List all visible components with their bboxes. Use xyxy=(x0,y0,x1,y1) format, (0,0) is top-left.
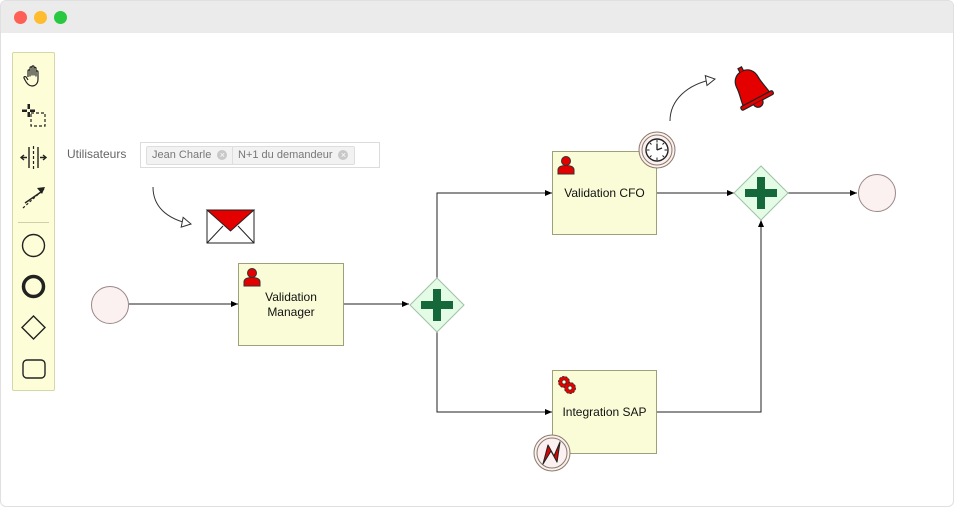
gateway-icon xyxy=(21,315,46,340)
service-task-icon xyxy=(558,376,576,394)
connect-icon xyxy=(22,187,45,209)
user-task-icon xyxy=(557,156,575,175)
task-integration-sap[interactable]: Integration SAP xyxy=(552,370,657,454)
palette-separator xyxy=(18,222,49,223)
task-validation-cfo[interactable]: Validation CFO xyxy=(552,151,657,235)
user-tag: N+1 du demandeur × xyxy=(232,146,356,165)
task-validation-manager[interactable]: Validation Manager xyxy=(238,263,344,346)
gateway-tool[interactable] xyxy=(17,311,50,344)
parallel-split-gateway[interactable] xyxy=(409,277,465,333)
space-tool[interactable] xyxy=(17,141,50,174)
start-event[interactable] xyxy=(91,286,129,324)
user-tag: Jean Charle × xyxy=(146,146,235,165)
close-window-button[interactable] xyxy=(14,11,27,24)
tool-palette xyxy=(12,52,55,391)
task-tool[interactable] xyxy=(17,352,50,385)
maximize-window-button[interactable] xyxy=(54,11,67,24)
users-label: Utilisateurs xyxy=(67,147,127,161)
remove-tag-icon[interactable]: × xyxy=(217,150,228,160)
curved-arrow-to-envelope xyxy=(152,186,193,228)
start-event-tool[interactable] xyxy=(17,229,50,262)
start-event-icon xyxy=(21,233,46,258)
task-icon xyxy=(22,359,46,379)
bell-icon xyxy=(734,66,775,111)
task-label: Validation CFO xyxy=(564,186,645,200)
remove-tag-icon[interactable]: × xyxy=(338,150,349,160)
connect-tool[interactable] xyxy=(17,181,50,214)
user-task-icon xyxy=(243,268,261,287)
parallel-join-gateway[interactable] xyxy=(733,165,789,221)
user-tag-label: N+1 du demandeur xyxy=(238,149,333,161)
end-event[interactable] xyxy=(858,174,896,212)
sequence-flows xyxy=(129,190,857,415)
space-icon xyxy=(19,146,48,169)
hand-tool[interactable] xyxy=(17,59,50,92)
task-label: Validation Manager xyxy=(265,290,317,319)
end-event-tool[interactable] xyxy=(17,270,50,303)
hand-icon xyxy=(23,65,39,87)
lasso-tool[interactable] xyxy=(17,99,50,132)
flow-split-to-cfo[interactable] xyxy=(436,190,552,278)
flow-split-to-sap[interactable] xyxy=(436,331,552,415)
title-bar xyxy=(1,1,953,33)
lasso-icon xyxy=(22,104,46,127)
users-tag-input[interactable]: Jean Charle × N+1 du demandeur × xyxy=(140,142,380,168)
minimize-window-button[interactable] xyxy=(34,11,47,24)
task-label: Integration SAP xyxy=(562,405,647,419)
end-event-icon xyxy=(21,274,46,299)
envelope-icon xyxy=(205,209,256,244)
flow-sap-to-join[interactable] xyxy=(657,220,764,413)
curved-arrow-to-bell xyxy=(669,74,717,122)
user-tag-label: Jean Charle xyxy=(152,149,212,161)
